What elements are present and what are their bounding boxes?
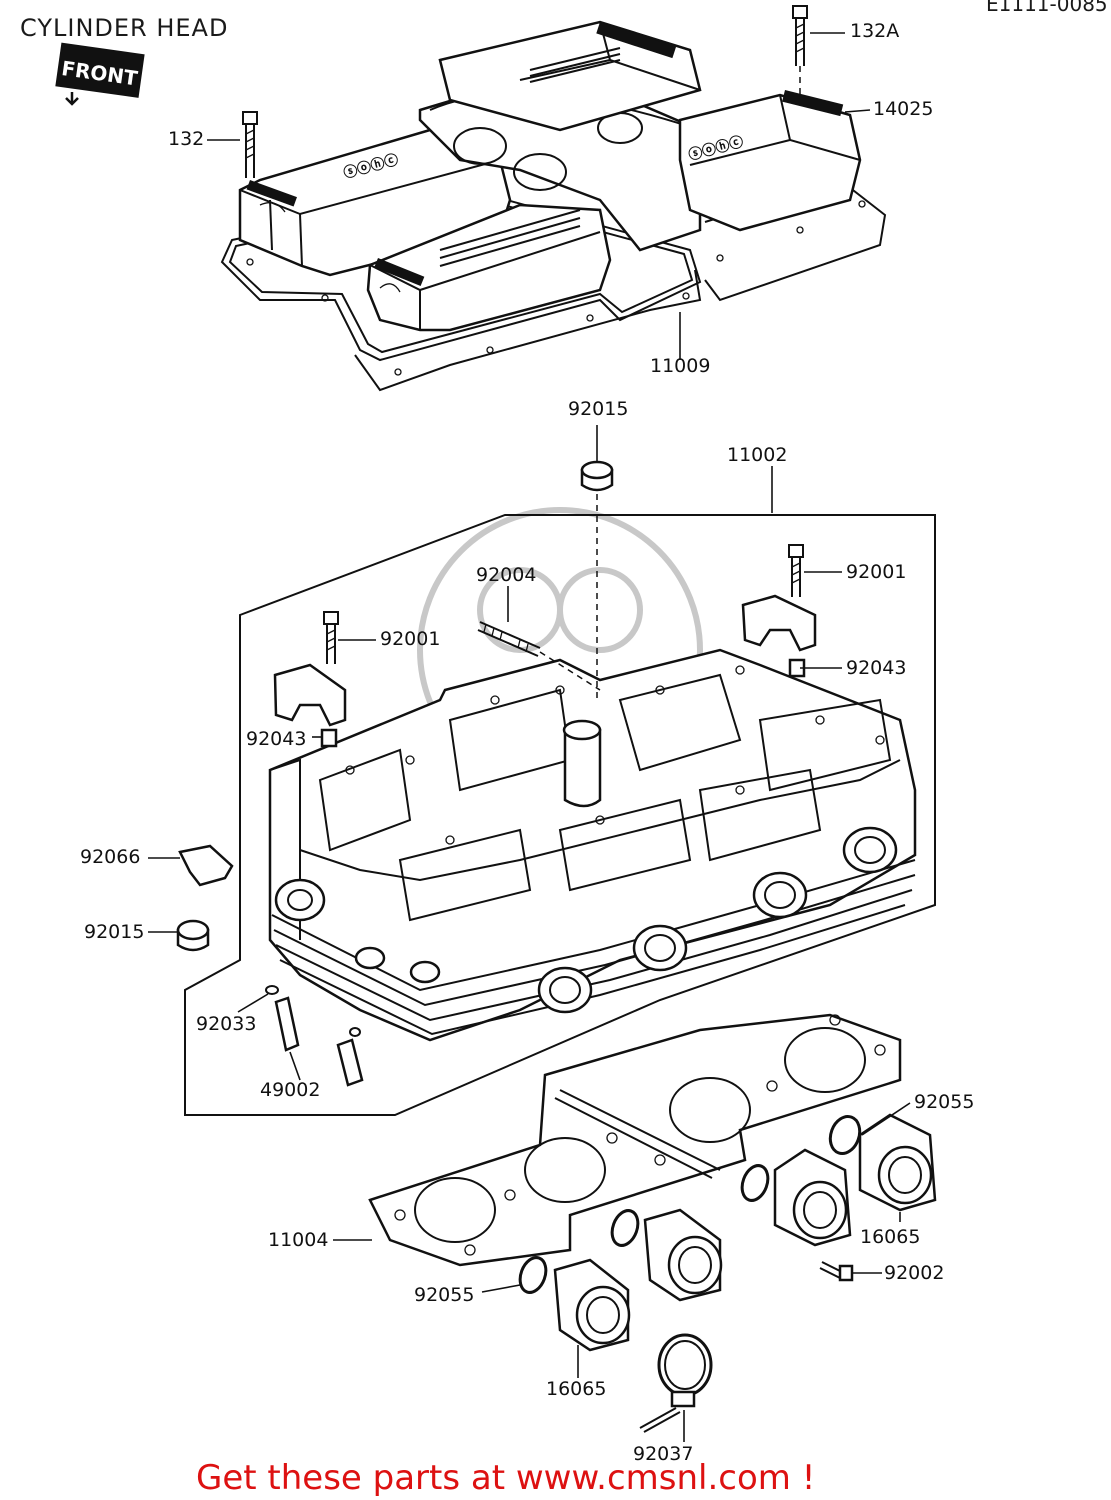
callout-92037: 92037 bbox=[633, 1443, 694, 1465]
callout-92015-top: 92015 bbox=[568, 398, 629, 420]
o-ring-right bbox=[828, 1115, 862, 1155]
callout-92055-right: 92055 bbox=[914, 1091, 975, 1113]
callout-92043-left: 92043 bbox=[246, 728, 307, 750]
callout-92033: 92033 bbox=[196, 1013, 257, 1035]
callout-132a: 132A bbox=[850, 20, 900, 42]
oil-plug-parts bbox=[265, 985, 364, 1087]
cylinder-head bbox=[184, 514, 936, 1116]
callout-92001-left: 92001 bbox=[380, 628, 441, 650]
o-ring-mid bbox=[740, 1164, 770, 1202]
cam-cap-left bbox=[273, 611, 347, 748]
footer-link[interactable]: Get these parts at www.cmsnl.com ! bbox=[196, 1458, 816, 1498]
callout-11009: 11009 bbox=[650, 355, 711, 377]
stud-92004 bbox=[477, 621, 601, 691]
callout-92015-left: 92015 bbox=[84, 921, 145, 943]
cap-nut-left bbox=[176, 919, 210, 952]
callout-11002: 11002 bbox=[727, 444, 788, 466]
o-ring-bottom bbox=[518, 1256, 548, 1294]
callout-16065-left: 16065 bbox=[546, 1378, 607, 1400]
callout-49002: 49002 bbox=[260, 1079, 321, 1101]
leader-lines bbox=[148, 32, 911, 1442]
callout-16065-right: 16065 bbox=[860, 1226, 921, 1248]
cam-cap-right bbox=[741, 544, 817, 678]
callout-92002: 92002 bbox=[884, 1262, 945, 1284]
callout-92066: 92066 bbox=[80, 846, 141, 868]
callout-92001-right: 92001 bbox=[846, 561, 907, 583]
callout-92055-left: 92055 bbox=[414, 1284, 475, 1306]
screw-92002 bbox=[819, 1261, 854, 1282]
hose-clamp bbox=[639, 1333, 713, 1433]
head-gasket bbox=[368, 1013, 902, 1267]
o-ring-left bbox=[610, 1209, 640, 1247]
callout-92043-right: 92043 bbox=[846, 657, 907, 679]
callout-132: 132 bbox=[168, 128, 205, 150]
callout-11004: 11004 bbox=[268, 1229, 329, 1251]
front-stamp: FRONT bbox=[55, 42, 145, 98]
callout-14025: 14025 bbox=[873, 98, 934, 120]
cap-nut-top bbox=[580, 460, 614, 700]
carb-holders bbox=[553, 1113, 937, 1352]
page-title: CYLINDER HEAD bbox=[20, 14, 229, 42]
cylinder-head-cover: ⓢⓞⓗⓒ ⓢⓞⓗⓒ bbox=[220, 5, 887, 392]
callout-92004: 92004 bbox=[476, 564, 537, 586]
diagram-code: E1111-0085 bbox=[986, 0, 1108, 16]
bracket-92066 bbox=[178, 844, 234, 887]
